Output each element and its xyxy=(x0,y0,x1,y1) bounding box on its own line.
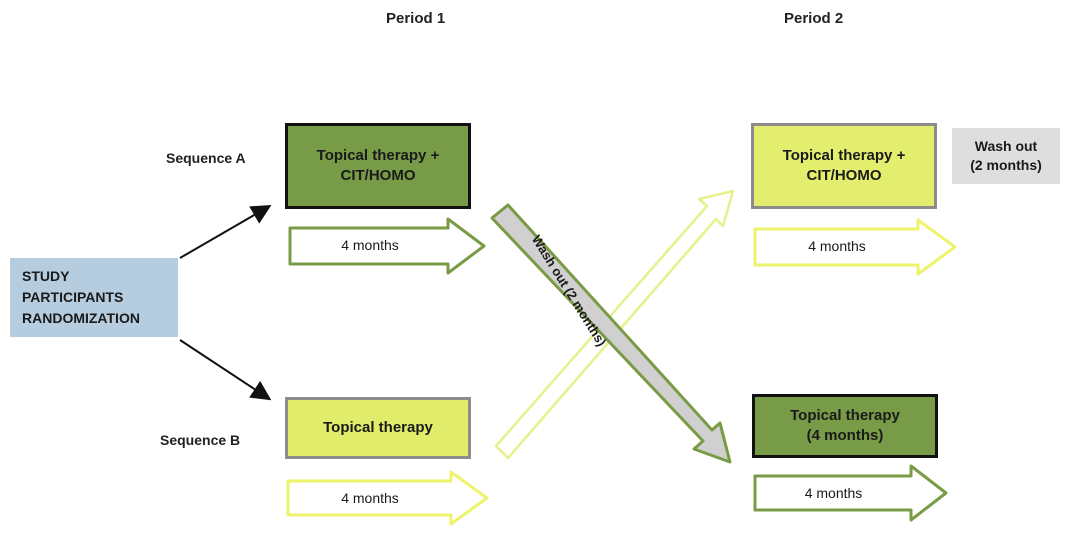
washout-final-box: Wash out (2 months) xyxy=(952,128,1060,184)
sequence-b-label: Sequence B xyxy=(160,432,241,448)
b2-duration-arrow xyxy=(753,464,948,522)
sequence-a-label: Sequence A xyxy=(166,150,246,166)
b2-duration-label: 4 months xyxy=(804,485,863,501)
randomize-to-b-arrow xyxy=(179,339,272,401)
b1-duration-arrow xyxy=(286,470,489,526)
period-1-label: Period 1 xyxy=(386,10,446,27)
washout-diagonal-arrow xyxy=(490,203,732,464)
sequence-a-period-1-box: Topical therapy + CIT/HOMO xyxy=(285,123,471,209)
sequence-a-period-2-box: Topical therapy + CIT/HOMO xyxy=(751,123,937,209)
randomize-to-a-arrow xyxy=(179,204,272,259)
a1-duration-label: 4 months xyxy=(341,237,399,253)
period-2-label: Period 2 xyxy=(784,10,844,27)
a2-duration-arrow xyxy=(753,218,957,276)
sequence-b-period-2-box: Topical therapy (4 months) xyxy=(752,394,938,458)
a1-duration-arrow xyxy=(288,217,486,275)
b1-duration-label: 4 months xyxy=(341,490,399,506)
study-participants-box: STUDY PARTICIPANTS RANDOMIZATION xyxy=(10,258,178,337)
a2-duration-label: 4 months xyxy=(808,238,866,254)
sequence-b-period-1-box: Topical therapy xyxy=(285,397,471,459)
